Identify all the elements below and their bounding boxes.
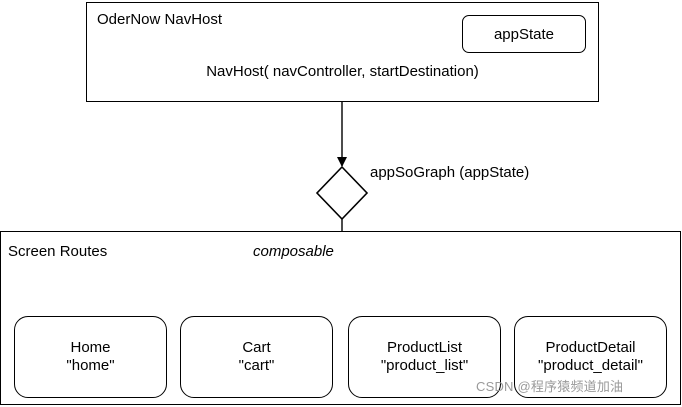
navhost-title: OderNow NavHost <box>97 11 223 28</box>
composable-label: composable <box>253 243 334 260</box>
screen-routes-title: Screen Routes <box>8 243 108 260</box>
screen-node-name: ProductList <box>386 339 463 356</box>
app-state-label: appState <box>493 25 555 43</box>
screen-node-name: ProductDetail <box>545 339 636 356</box>
graph-decision-diamond <box>315 165 369 221</box>
app-state-node: appState <box>462 15 586 53</box>
screen-node-product-list: ProductList "product_list" <box>348 316 501 398</box>
navhost-container: OderNow NavHost appState NavHost( navCon… <box>86 2 599 102</box>
screen-node-route: "home" <box>66 357 115 374</box>
graph-label: appSoGraph (appState) <box>370 164 530 181</box>
screen-node-home: Home "home" <box>14 316 167 398</box>
watermark-text: CSDN @程序猿频道加油 <box>476 379 624 394</box>
screen-node-product-detail: ProductDetail "product_detail" <box>514 316 667 398</box>
screen-node-name: Cart <box>242 339 271 356</box>
screen-node-route: "product_list" <box>380 357 469 374</box>
screen-node-cart: Cart "cart" <box>180 316 333 398</box>
screen-node-name: Home <box>70 339 111 356</box>
screen-node-route: "product_detail" <box>538 357 643 374</box>
navhost-call-label: NavHost( navController, startDestination… <box>206 63 479 80</box>
screen-node-route: "cart" <box>238 357 275 374</box>
